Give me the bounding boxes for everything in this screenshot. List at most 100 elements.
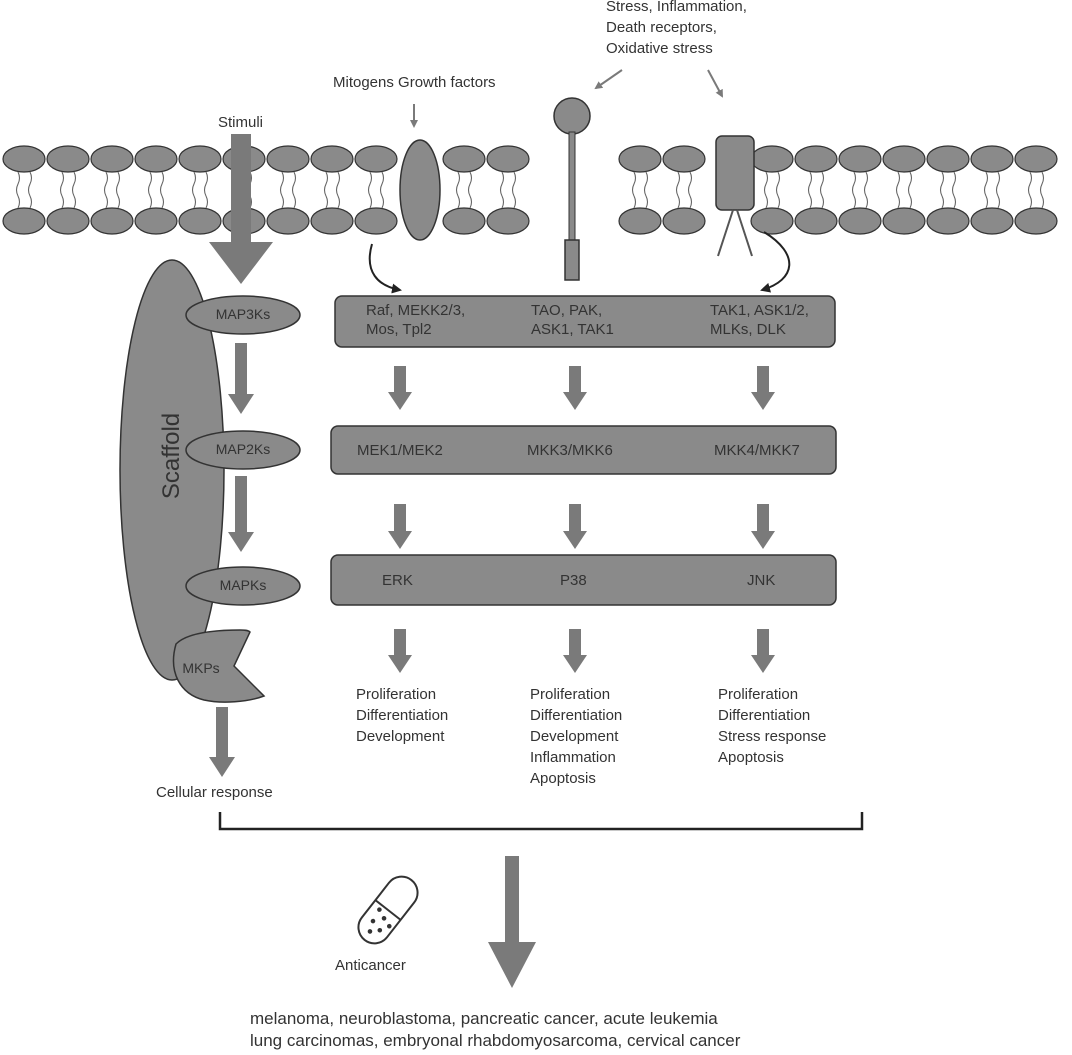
lipid-head: [354, 145, 398, 173]
lipid-tail: [765, 195, 769, 209]
lipid-tail: [511, 171, 517, 197]
mapk-tier-box: [330, 554, 837, 606]
tak1-group: TAK1, ASK1/2, MLKs, DLK: [710, 301, 809, 339]
curved-arrow-right: [760, 231, 791, 293]
mapks-label: MAPKs: [219, 577, 267, 593]
lipid-tail: [15, 171, 21, 197]
lipid-tail: [689, 195, 693, 209]
lipid-head: [1014, 207, 1058, 235]
lipid-tail: [105, 195, 109, 209]
map2ks-node: [185, 430, 301, 470]
lipid-head: [926, 145, 970, 173]
p38-label: P38: [560, 572, 587, 589]
lipid-head: [750, 207, 794, 235]
cell-membrane: [2, 145, 1058, 235]
cellular-response-label: Cellular response: [156, 784, 273, 801]
lipid-tail: [809, 195, 813, 209]
mek-label: MEK1/MEK2: [357, 442, 443, 459]
lipid-tail: [469, 195, 473, 209]
column-down-arrow: [563, 366, 587, 410]
lipid-head: [926, 207, 970, 235]
disease-arrow: [488, 856, 536, 988]
lipid-tail: [159, 171, 165, 197]
mitogens-label: Mitogens Growth factors: [333, 74, 496, 91]
lipid-tail: [191, 171, 197, 197]
lipid-tail: [775, 171, 781, 197]
outcome-item: Apoptosis: [530, 770, 596, 787]
column-down-arrow: [388, 366, 412, 410]
lipid-head: [134, 207, 178, 235]
lipid-tail: [995, 171, 1001, 197]
lipid-head: [970, 145, 1014, 173]
stress-line: Death receptors,: [606, 19, 717, 36]
lipid-head: [178, 145, 222, 173]
lipid-tail: [149, 195, 153, 209]
lipid-tail: [71, 171, 77, 197]
lipid-head: [442, 145, 486, 173]
lipid-tail: [1039, 171, 1045, 197]
lipid-head: [310, 145, 354, 173]
lipid-tail: [819, 171, 825, 197]
stimuli-label: Stimuli: [218, 114, 264, 131]
scaffold-label: Scaffold: [158, 412, 185, 500]
map3k-item: Raf, MEKK2/3,: [366, 302, 466, 319]
lipid-head: [90, 145, 134, 173]
death-receptor: [715, 135, 755, 257]
erk-label: ERK: [382, 572, 413, 589]
lipid-tail: [1041, 195, 1045, 209]
lipid-tail: [1029, 195, 1033, 209]
outcome-item: Inflammation: [530, 749, 616, 766]
stress-arrow-right: [707, 69, 723, 98]
lipid-head: [266, 207, 310, 235]
outcome-item: Differentiation: [530, 707, 623, 724]
lipid-tail: [983, 171, 989, 197]
lipid-tail: [907, 171, 913, 197]
lipid-tail: [1027, 171, 1033, 197]
lipid-tail: [501, 195, 505, 209]
lipid-head: [486, 145, 530, 173]
lipid-tail: [381, 195, 385, 209]
lipid-tail: [281, 195, 285, 209]
stress-line: Oxidative stress: [606, 40, 713, 57]
lipid-head: [46, 145, 90, 173]
lipid-head: [46, 207, 90, 235]
lipid-tail: [61, 195, 65, 209]
lipid-head: [266, 145, 310, 173]
lipid-head: [178, 207, 222, 235]
stimuli-arrow: [209, 134, 273, 284]
lipid-tail: [117, 195, 121, 209]
map2k-tier-box: [330, 425, 837, 475]
lipid-tail: [147, 171, 153, 197]
mkk36-label: MKK3/MKK6: [527, 442, 613, 459]
lipid-tail: [513, 195, 517, 209]
lipid-tail: [369, 195, 373, 209]
lipid-head: [882, 145, 926, 173]
column-down-arrow: [751, 366, 775, 410]
growth-factor-receptor: [399, 139, 441, 241]
lipid-head: [794, 145, 838, 173]
lipid-tail: [367, 171, 373, 197]
tao-group: TAO, PAK, ASK1, TAK1: [531, 301, 614, 339]
lipid-head: [838, 207, 882, 235]
lipid-tail: [193, 195, 197, 209]
map3k-item: Mos, Tpl2: [366, 321, 432, 338]
lipid-tail: [457, 195, 461, 209]
lipid-tail: [997, 195, 1001, 209]
side-down-arrow: [228, 476, 254, 552]
lipid-tail: [643, 171, 649, 197]
lipid-tail: [951, 171, 957, 197]
lipid-tail: [279, 171, 285, 197]
disease-line: lung carcinomas, embryonal rhabdomyosarc…: [250, 1031, 741, 1050]
lipid-tail: [953, 195, 957, 209]
lipid-head: [794, 207, 838, 235]
lipid-tail: [59, 171, 65, 197]
lipid-tail: [909, 195, 913, 209]
outcome-item: Proliferation: [356, 686, 437, 703]
map3k-item: TAO, PAK,: [531, 302, 603, 319]
lipid-head: [618, 207, 662, 235]
lipid-head: [618, 145, 662, 173]
lipid-tail: [115, 171, 121, 197]
lipid-tail: [17, 195, 21, 209]
map3k-item: MLKs, DLK: [710, 321, 786, 338]
lipid-tail: [335, 171, 341, 197]
